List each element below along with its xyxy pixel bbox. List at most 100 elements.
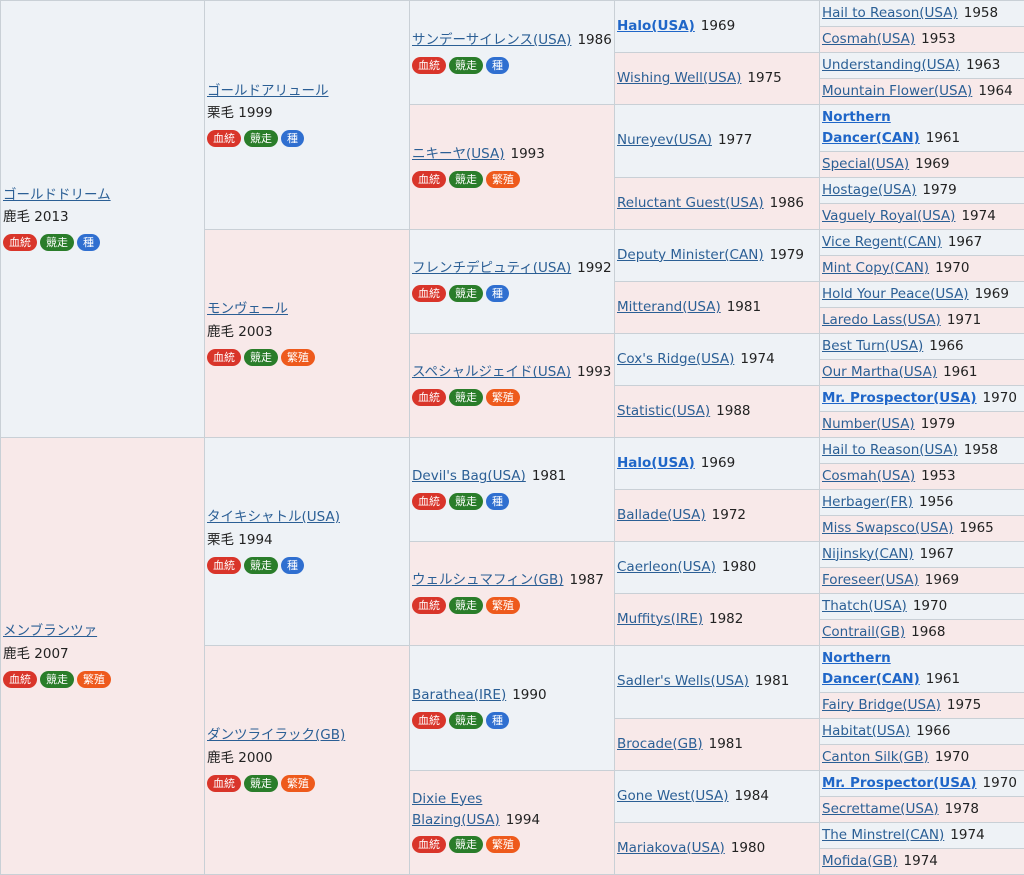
horse-name-link[interactable]: Contrail(GB) [822, 624, 905, 640]
horse-name-link[interactable]: Mitterand(USA) [617, 299, 721, 315]
horse-name-link[interactable]: Devil's Bag(USA) [412, 468, 526, 484]
tag-sire[interactable]: 種 [486, 712, 509, 729]
horse-name-link[interactable]: Canton Silk(GB) [822, 749, 929, 765]
horse-name-link[interactable]: Vice Regent(CAN) [822, 234, 942, 250]
horse-name-link[interactable]: Mint Copy(CAN) [822, 260, 929, 276]
horse-name-link[interactable]: Muffitys(IRE) [617, 611, 703, 627]
horse-name-link[interactable]: Brocade(GB) [617, 736, 703, 752]
horse-name-link[interactable]: Dixie Eyes Blazing(USA) [412, 791, 500, 828]
tag-bloodline[interactable]: 血統 [412, 836, 446, 853]
horse-name-link[interactable]: ゴールドドリーム [3, 187, 111, 203]
horse-name-link[interactable]: Northern Dancer(CAN) [822, 109, 920, 146]
tag-broodmare[interactable]: 繁殖 [486, 389, 520, 406]
horse-name-link[interactable]: Statistic(USA) [617, 403, 710, 419]
tag-bloodline[interactable]: 血統 [207, 130, 241, 147]
horse-name-link[interactable]: Reluctant Guest(USA) [617, 195, 764, 211]
horse-name-link[interactable]: Caerleon(USA) [617, 559, 716, 575]
horse-name-link[interactable]: Fairy Bridge(USA) [822, 697, 941, 713]
tag-racing[interactable]: 競走 [40, 234, 74, 251]
horse-name-link[interactable]: Nijinsky(CAN) [822, 546, 914, 562]
tag-racing[interactable]: 競走 [449, 597, 483, 614]
horse-name-link[interactable]: Laredo Lass(USA) [822, 312, 941, 328]
tag-racing[interactable]: 競走 [40, 671, 74, 688]
tag-racing[interactable]: 競走 [449, 57, 483, 74]
tag-sire[interactable]: 種 [486, 493, 509, 510]
tag-bloodline[interactable]: 血統 [412, 493, 446, 510]
tag-bloodline[interactable]: 血統 [412, 712, 446, 729]
tag-racing[interactable]: 競走 [449, 285, 483, 302]
tag-bloodline[interactable]: 血統 [3, 234, 37, 251]
horse-name-link[interactable]: Thatch(USA) [822, 598, 907, 614]
horse-name-link[interactable]: Cosmah(USA) [822, 31, 915, 47]
horse-name-link[interactable]: Our Martha(USA) [822, 364, 937, 380]
horse-name-link[interactable]: Northern Dancer(CAN) [822, 650, 920, 687]
tag-bloodline[interactable]: 血統 [207, 349, 241, 366]
horse-name-link[interactable]: Herbager(FR) [822, 494, 913, 510]
horse-name-link[interactable]: Habitat(USA) [822, 723, 910, 739]
tag-sire[interactable]: 種 [77, 234, 100, 251]
horse-name-link[interactable]: ニキーヤ(USA) [412, 146, 504, 162]
horse-name-link[interactable]: ウェルシュマフィン(GB) [412, 572, 564, 588]
tag-sire[interactable]: 種 [281, 130, 304, 147]
horse-name-link[interactable]: モンヴェール [207, 301, 288, 317]
tag-racing[interactable]: 競走 [244, 349, 278, 366]
horse-name-link[interactable]: フレンチデピュティ(USA) [412, 260, 571, 276]
horse-name-link[interactable]: ゴールドアリュール [207, 83, 329, 99]
horse-name-link[interactable]: Vaguely Royal(USA) [822, 208, 955, 224]
tag-sire[interactable]: 種 [281, 557, 304, 574]
horse-name-link[interactable]: Deputy Minister(CAN) [617, 247, 764, 263]
horse-name-link[interactable]: Number(USA) [822, 416, 915, 432]
tag-racing[interactable]: 競走 [449, 171, 483, 188]
tag-racing[interactable]: 競走 [244, 557, 278, 574]
horse-name-link[interactable]: タイキシャトル(USA) [207, 509, 340, 525]
tag-bloodline[interactable]: 血統 [207, 775, 241, 792]
horse-name-link[interactable]: Mofida(GB) [822, 853, 898, 869]
horse-name-link[interactable]: Hostage(USA) [822, 182, 916, 198]
horse-name-link[interactable]: Nureyev(USA) [617, 132, 712, 148]
horse-name-link[interactable]: メンブランツァ [3, 623, 97, 639]
horse-name-link[interactable]: Sadler's Wells(USA) [617, 673, 749, 689]
horse-name-link[interactable]: Secrettame(USA) [822, 801, 939, 817]
horse-name-link[interactable]: Cosmah(USA) [822, 468, 915, 484]
tag-sire[interactable]: 種 [486, 285, 509, 302]
horse-name-link[interactable]: Wishing Well(USA) [617, 70, 741, 86]
tag-broodmare[interactable]: 繁殖 [281, 349, 315, 366]
tag-racing[interactable]: 競走 [449, 389, 483, 406]
horse-name-link[interactable]: Understanding(USA) [822, 57, 960, 73]
tag-bloodline[interactable]: 血統 [412, 285, 446, 302]
horse-name-link[interactable]: Hail to Reason(USA) [822, 442, 958, 458]
horse-name-link[interactable]: Mountain Flower(USA) [822, 83, 972, 99]
horse-name-link[interactable]: Special(USA) [822, 156, 909, 172]
horse-name-link[interactable]: Hold Your Peace(USA) [822, 286, 969, 302]
horse-name-link[interactable]: Gone West(USA) [617, 788, 729, 804]
tag-racing[interactable]: 競走 [449, 493, 483, 510]
horse-name-link[interactable]: Mariakova(USA) [617, 840, 725, 856]
horse-name-link[interactable]: Foreseer(USA) [822, 572, 919, 588]
horse-name-link[interactable]: Mr. Prospector(USA) [822, 390, 977, 406]
tag-racing[interactable]: 競走 [449, 712, 483, 729]
horse-name-link[interactable]: Miss Swapsco(USA) [822, 520, 953, 536]
tag-broodmare[interactable]: 繁殖 [281, 775, 315, 792]
tag-sire[interactable]: 種 [486, 57, 509, 74]
horse-name-link[interactable]: Mr. Prospector(USA) [822, 775, 977, 791]
tag-racing[interactable]: 競走 [449, 836, 483, 853]
tag-broodmare[interactable]: 繁殖 [486, 597, 520, 614]
tag-racing[interactable]: 競走 [244, 775, 278, 792]
horse-name-link[interactable]: The Minstrel(CAN) [822, 827, 944, 843]
tag-bloodline[interactable]: 血統 [412, 171, 446, 188]
horse-name-link[interactable]: Hail to Reason(USA) [822, 5, 958, 21]
horse-name-link[interactable]: Cox's Ridge(USA) [617, 351, 734, 367]
tag-bloodline[interactable]: 血統 [412, 389, 446, 406]
horse-name-link[interactable]: Barathea(IRE) [412, 687, 506, 703]
tag-bloodline[interactable]: 血統 [412, 57, 446, 74]
tag-bloodline[interactable]: 血統 [207, 557, 241, 574]
tag-broodmare[interactable]: 繁殖 [77, 671, 111, 688]
tag-broodmare[interactable]: 繁殖 [486, 836, 520, 853]
tag-bloodline[interactable]: 血統 [412, 597, 446, 614]
horse-name-link[interactable]: Ballade(USA) [617, 507, 706, 523]
horse-name-link[interactable]: Best Turn(USA) [822, 338, 923, 354]
horse-name-link[interactable]: ダンツライラック(GB) [207, 727, 345, 743]
tag-racing[interactable]: 競走 [244, 130, 278, 147]
horse-name-link[interactable]: スペシャルジェイド(USA) [412, 364, 571, 380]
horse-name-link[interactable]: Halo(USA) [617, 455, 695, 471]
